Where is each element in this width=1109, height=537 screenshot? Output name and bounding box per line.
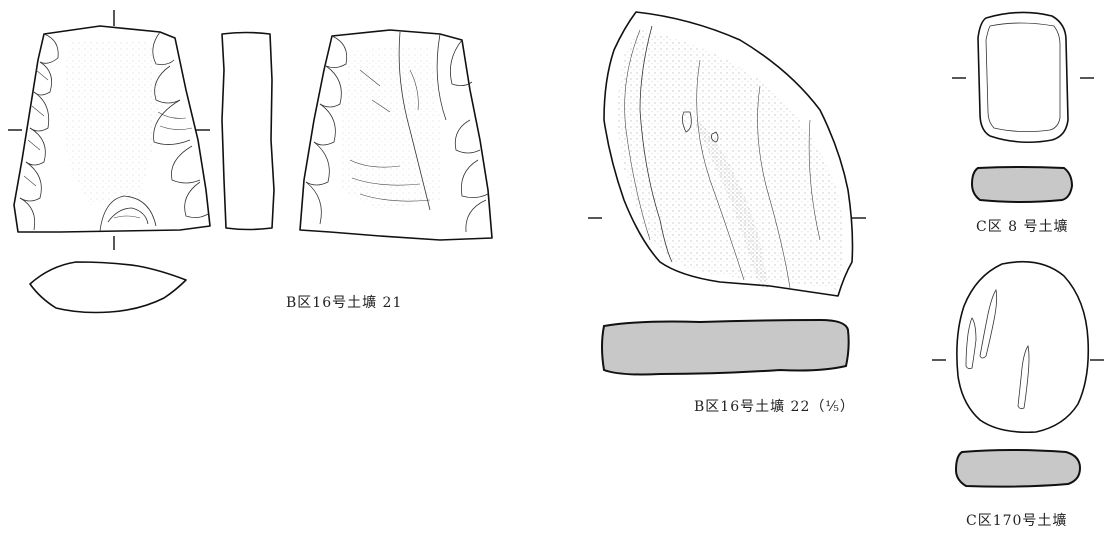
artifact-22-ridges — [624, 25, 821, 289]
caption-artifact-21: B区16号土壙 21 — [286, 295, 403, 311]
artifact-22-cross-section — [601, 318, 850, 376]
artifact-21-side-view — [221, 31, 275, 231]
artifact-21-back-flake-scars — [305, 31, 489, 233]
caption-artifact-c170: C区170号土壙 — [966, 513, 1068, 529]
artifact-21-flake-scars — [19, 31, 209, 232]
caption-artifact-c8: C区 8 号土壙 — [976, 219, 1069, 235]
artifact-21-cross-section — [29, 261, 187, 314]
artifact-21-back-view — [299, 29, 493, 241]
artifact-c8-cross-section — [970, 166, 1074, 203]
caption-artifact-22: B区16号土壙 22（⅕） — [694, 399, 855, 415]
artifact-c8-front-view — [977, 11, 1069, 144]
artifact-c170-cross-section — [954, 449, 1082, 488]
artifact-c170-front-view — [956, 260, 1090, 434]
artifact-22-front-view — [603, 11, 854, 297]
artifact-c170-grooves — [965, 288, 1030, 410]
artifact-21-front-view — [13, 25, 211, 233]
